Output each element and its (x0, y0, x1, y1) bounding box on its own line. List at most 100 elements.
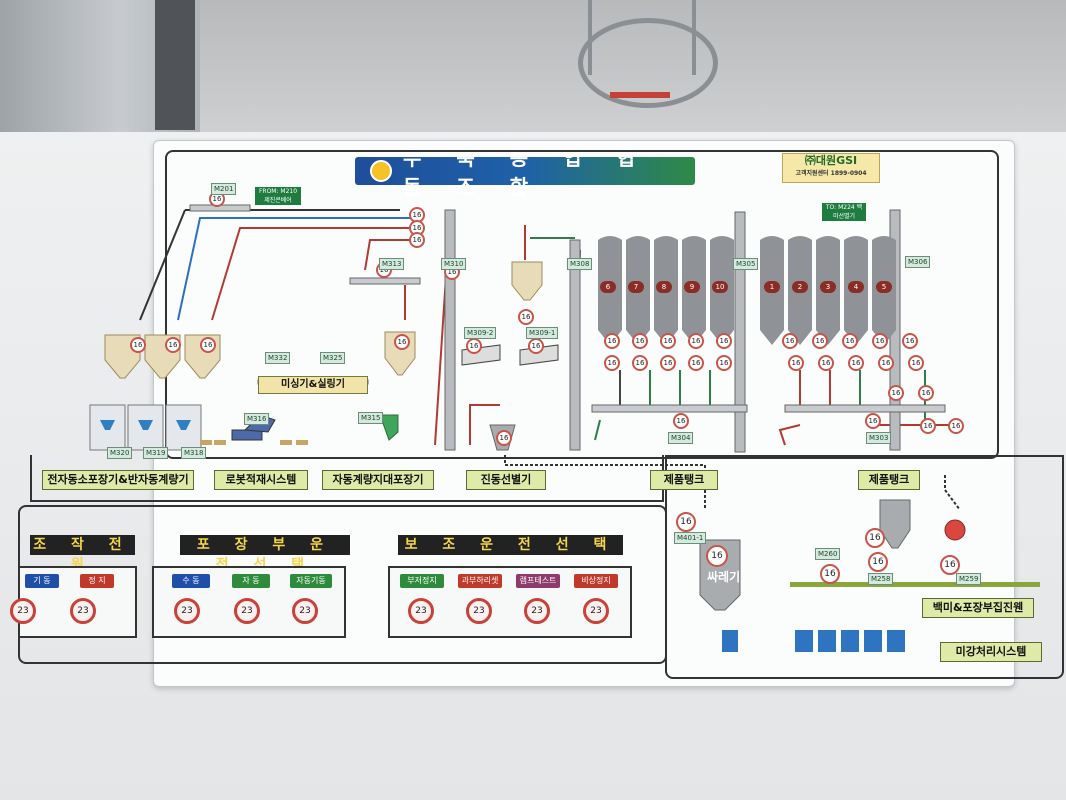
silo-number: 6 (600, 281, 616, 293)
indicator-lamp: 16 (920, 418, 936, 434)
machine-tag: M325 (320, 352, 346, 364)
indicator-lamp: 16 (948, 418, 964, 434)
coop-emblem-icon (370, 160, 392, 182)
indicator-lamp: 16 (878, 355, 894, 371)
silo-number: 3 (820, 281, 836, 293)
silo-number: 9 (684, 281, 700, 293)
packing-section-title: 포 장 부 운 전 선 택 (180, 535, 350, 573)
indicator-lamp: 16 (632, 333, 648, 349)
overload-reset-label: 과부하리셋 (458, 574, 502, 588)
auto-label: 자 동 (232, 574, 270, 588)
indicator-lamp: 16 (200, 337, 216, 353)
indicator-lamp: 16 (716, 333, 732, 349)
indicator-lamp: 16 (688, 333, 704, 349)
label-product-tank: 제품탱크 (650, 470, 718, 490)
label-small-tank: 싸레기 (707, 570, 741, 584)
auto-start-label: 자동기동 (290, 574, 332, 588)
indicator-lamp: 16 (716, 355, 732, 371)
machine-tag: M304 (668, 432, 694, 444)
lower-right-frame (665, 455, 1064, 679)
start-label: 기 동 (25, 574, 59, 588)
machine-tag: M259 (956, 573, 982, 585)
indicator-lamp: 16 (842, 333, 858, 349)
auto-button[interactable]: 23 (234, 598, 260, 624)
silo-number: 4 (848, 281, 864, 293)
metal-ring-rack (578, 18, 718, 108)
indicator-lamp: 16 (528, 338, 544, 354)
overload-reset-button[interactable]: 23 (466, 598, 492, 624)
indicator-lamp: 16 (872, 333, 888, 349)
emergency-stop-label: 비상정지 (574, 574, 618, 588)
stop-button[interactable]: 23 (70, 598, 96, 624)
start-button[interactable]: 23 (10, 598, 36, 624)
machine-tag: M258 (868, 573, 894, 585)
indicator-lamp: 16 (706, 545, 728, 567)
indicator-lamp: 16 (908, 355, 924, 371)
indicator-lamp: 16 (466, 338, 482, 354)
machine-tag: M332 (265, 352, 291, 364)
aux-section-title: 보 조 운 전 선 택 (398, 535, 623, 555)
power-section-title: 조 작 전 원 (30, 535, 135, 573)
indicator-lamp: 16 (782, 333, 798, 349)
silo-number: 2 (792, 281, 808, 293)
label-dust-collector: 백미&포장부집진웬 (922, 598, 1034, 618)
indicator-lamp: 16 (918, 385, 934, 401)
manual-button[interactable]: 23 (174, 598, 200, 624)
label-mixer-sealer: 미싱기&실링기 (258, 376, 368, 394)
machine-tag: M316 (244, 413, 270, 425)
machine-tag: M401-1 (674, 532, 707, 544)
machine-tag: M318 (181, 447, 207, 459)
indicator-lamp: 16 (812, 333, 828, 349)
indicator-lamp: 16 (394, 334, 410, 350)
indicator-lamp: 16 (865, 528, 885, 548)
indicator-lamp: 16 (673, 413, 689, 429)
label-auto-packing: 전자동소포장기&반자동계량기 (42, 470, 194, 490)
indicator-lamp: 16 (820, 564, 840, 584)
indicator-lamp: 16 (818, 355, 834, 371)
ring-red-band (610, 92, 670, 98)
machine-tag: M305 (733, 258, 759, 270)
lamp-test-label: 램프테스트 (516, 574, 560, 588)
indicator-lamp: 16 (632, 355, 648, 371)
emergency-stop-button[interactable]: 23 (583, 598, 609, 624)
machine-tag: M201 (211, 183, 237, 195)
indicator-lamp: 16 (660, 355, 676, 371)
label-polish-system: 미강처리시스템 (940, 642, 1042, 662)
silo-number: 1 (764, 281, 780, 293)
indicator-lamp: 16 (518, 309, 534, 325)
indicator-lamp: 16 (788, 355, 804, 371)
silo-number: 5 (876, 281, 892, 293)
indicator-lamp: 16 (848, 355, 864, 371)
label-auto-bag: 자동계량지대포장기 (322, 470, 434, 490)
label-product-tank: 제품탱크 (858, 470, 920, 490)
silo-number: 8 (656, 281, 672, 293)
machine-tag: M315 (358, 412, 384, 424)
indicator-lamp: 16 (865, 413, 881, 429)
diagram-frame (165, 150, 999, 459)
indicator-lamp: 16 (130, 337, 146, 353)
manual-label: 수 동 (172, 574, 210, 588)
machine-tag: M309-1 (526, 327, 559, 339)
buzzer-stop-button[interactable]: 23 (408, 598, 434, 624)
machine-tag: M319 (143, 447, 169, 459)
indicator-lamp: 16 (165, 337, 181, 353)
lamp-test-button[interactable]: 23 (524, 598, 550, 624)
stop-label: 정 지 (80, 574, 114, 588)
indicator-lamp: 16 (496, 430, 512, 446)
to-label: TO: M224 백미선별기 (822, 203, 866, 221)
label-robot: 로봇적재시스템 (214, 470, 308, 490)
indicator-lamp: 16 (888, 385, 904, 401)
indicator-lamp: 16 (940, 555, 960, 575)
indicator-lamp: 16 (676, 512, 696, 532)
indicator-lamp: 16 (604, 333, 620, 349)
auto-start-button[interactable]: 23 (292, 598, 318, 624)
machine-tag: M310 (441, 258, 467, 270)
machine-tag: M320 (107, 447, 133, 459)
indicator-lamp: 16 (902, 333, 918, 349)
brand-badge: ㈜대원GSI 고객지원센터 1899-0904 (782, 153, 880, 183)
machine-tag: M309-2 (464, 327, 497, 339)
silo-number: 10 (712, 281, 728, 293)
indicator-lamp: 16 (868, 552, 888, 572)
indicator-lamp: 16 (409, 232, 425, 248)
